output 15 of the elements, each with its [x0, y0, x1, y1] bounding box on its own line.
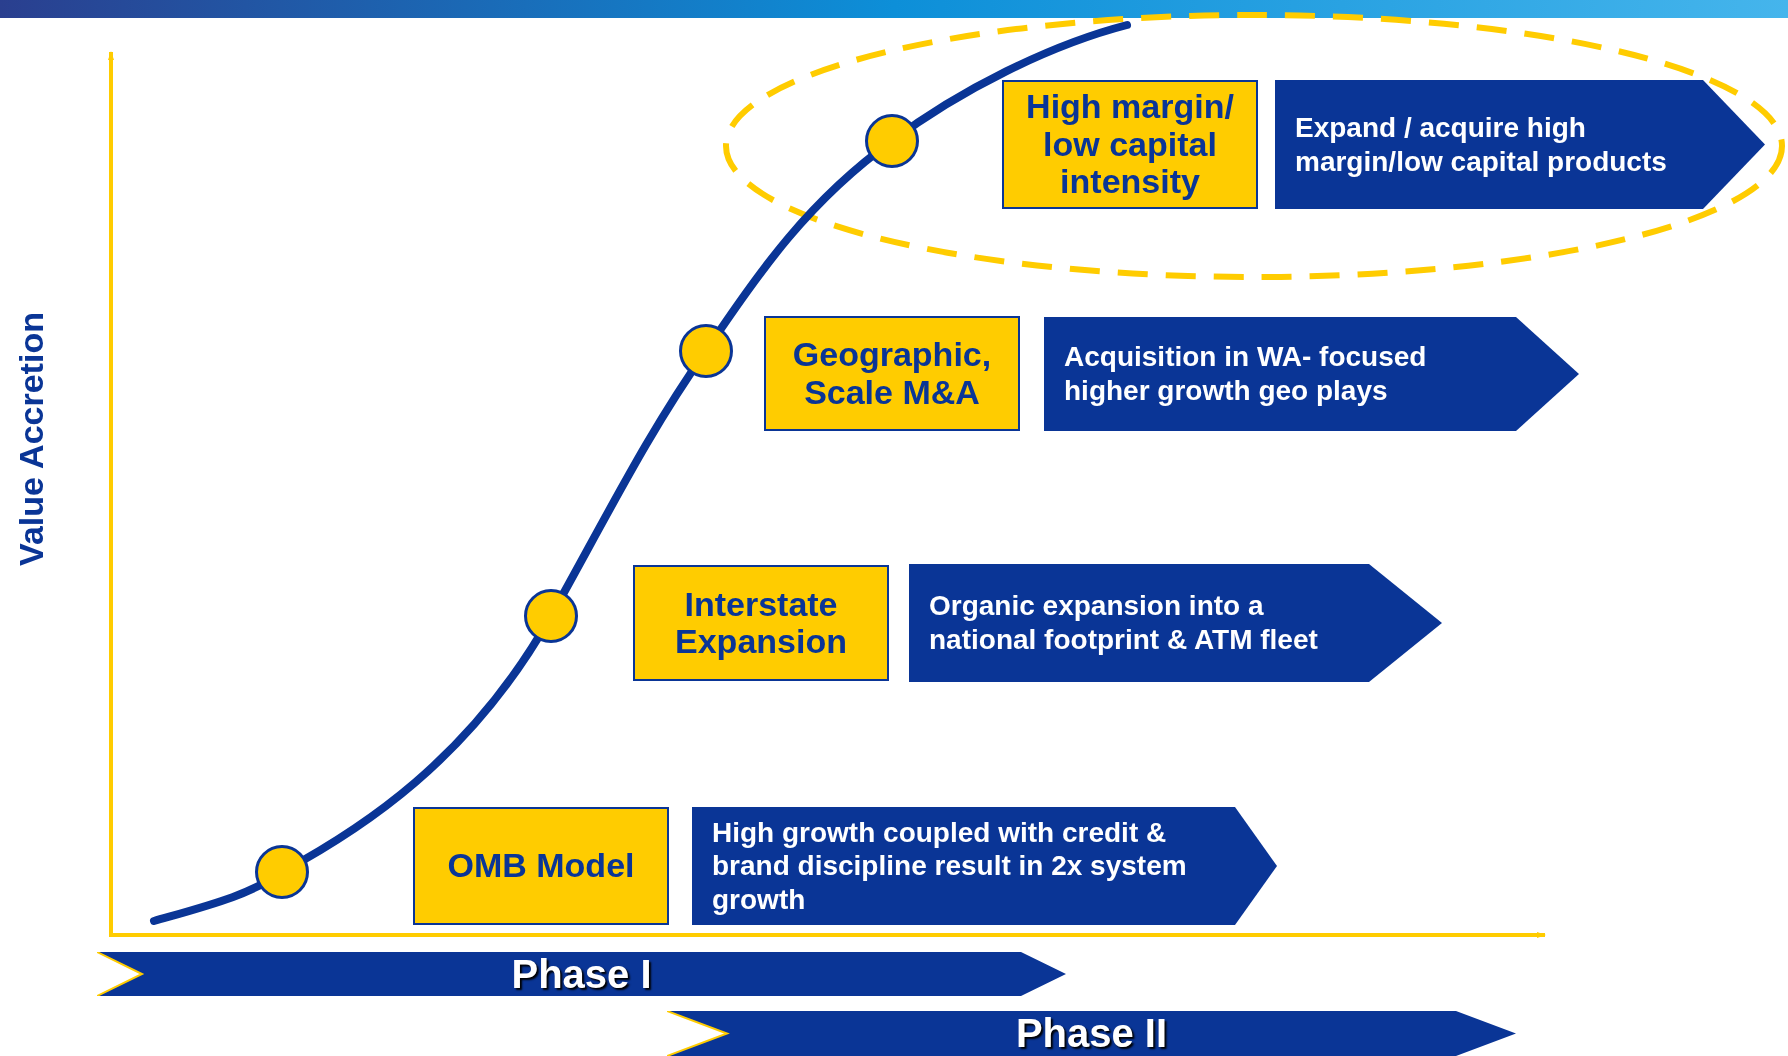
description-banner: Acquisition in WA- focused higher growth geo plays: [1044, 317, 1579, 431]
milestone-dot: [255, 845, 309, 899]
description-banner: High growth coupled with credit & brand discipline result in 2x system growth: [692, 807, 1277, 925]
stage-box: High margin/ low capital intensity: [1002, 80, 1258, 209]
axis-title: Value Accretion: [11, 312, 51, 566]
stage-box: Geographic, Scale M&A: [764, 316, 1020, 431]
phase-band: Phase II: [667, 1011, 1516, 1056]
phase-band: Phase I: [97, 952, 1066, 996]
description-banner: Organic expansion into a national footprint & ATM fleet: [909, 564, 1442, 682]
description-banner: Expand / acquire high margin/low capital products: [1275, 80, 1765, 209]
stage-box: Interstate Expansion: [633, 565, 889, 681]
stage-box: OMB Model: [413, 807, 669, 925]
milestone-dot: [524, 589, 578, 643]
milestone-dot: [865, 114, 919, 168]
milestone-dot: [679, 324, 733, 378]
